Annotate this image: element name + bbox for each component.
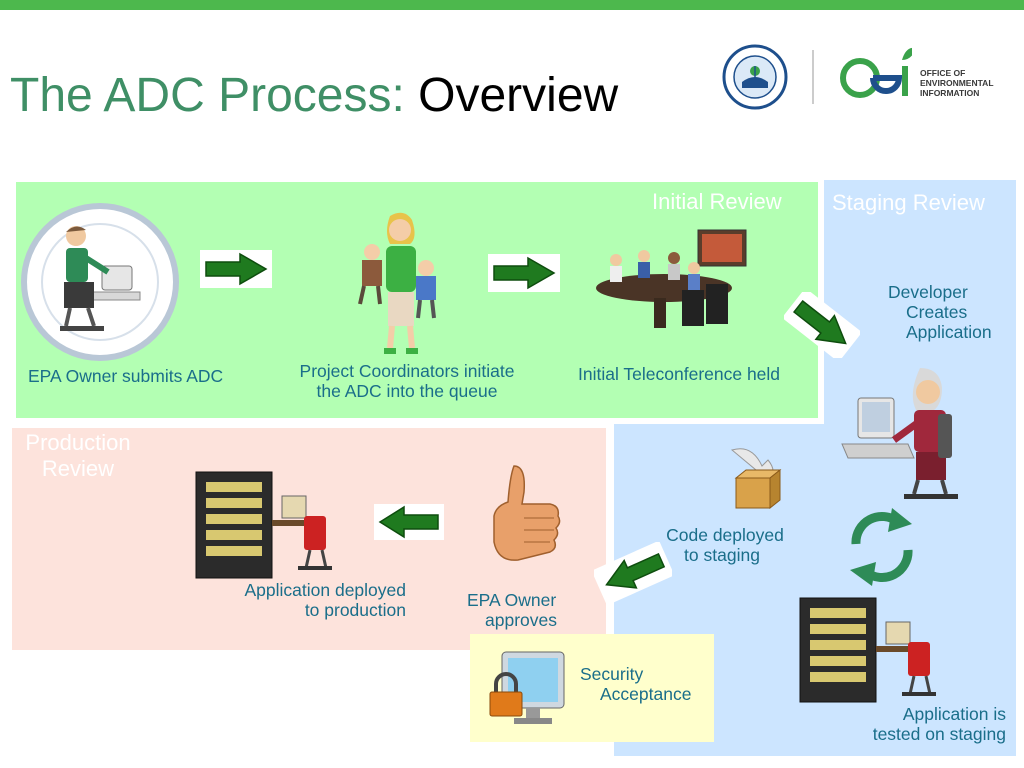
arrow-right-icon [488, 254, 560, 292]
caption-deployed-line-2: to production [304, 600, 406, 620]
caption-developer-line-3: Application [906, 322, 992, 342]
caption-code-line-2: to staging [684, 545, 760, 565]
oei-line-2: ENVIRONMENTAL [920, 78, 994, 88]
caption-security-line-1: Security [580, 664, 644, 684]
caption-tested-line-1: Application is [902, 704, 1006, 724]
caption-initiate-line-1: Project Coordinators initiate [299, 361, 515, 381]
caption-owner-submits: EPA Owner submits ADC [28, 366, 224, 386]
caption-developer-line-2: Creates [906, 302, 968, 322]
production-label-line-2: Review [41, 456, 115, 481]
caption-coordinators-initiate: Project Coordinators initiate the ADC in… [280, 361, 534, 401]
title-main: The ADC Process: [10, 69, 419, 122]
caption-approves-line-2: approves [485, 610, 557, 630]
caption-developer-creates: Developer Creates Application [888, 282, 992, 342]
logo-divider [812, 50, 814, 104]
caption-tested-on-staging: Application is tested on staging [840, 704, 1006, 744]
oei-logo [840, 44, 912, 102]
arrow-left-icon [374, 504, 444, 540]
oei-line-1: OFFICE OF [920, 68, 966, 78]
arrow-down-right-icon [784, 292, 860, 358]
caption-initiate-line-2: the ADC into the queue [316, 381, 498, 401]
caption-code-deployed: Code deployed to staging [654, 525, 796, 565]
arrow-up-left-icon [594, 542, 672, 604]
caption-tested-line-2: tested on staging [872, 724, 1006, 744]
caption-approves-line-1: EPA Owner [467, 590, 557, 610]
caption-teleconference: Initial Teleconference held [578, 364, 781, 384]
oei-wordmark: OFFICE OF ENVIRONMENTAL INFORMATION [920, 68, 994, 98]
caption-security-line-2: Acceptance [600, 684, 692, 704]
thumbs-up-icon [488, 462, 566, 568]
teleconference-illustration [594, 228, 750, 340]
caption-developer-line-1: Developer [888, 282, 968, 302]
security-lock-monitor-icon [488, 648, 568, 734]
staging-review-label: Staging Review [832, 190, 985, 215]
epa-owner-at-computer-illustration [20, 202, 180, 362]
production-label-line-1: Production [25, 430, 131, 455]
production-review-label: Production Review [16, 430, 140, 482]
caption-owner-approves: EPA Owner approves [467, 590, 557, 630]
production-server-illustration [194, 470, 334, 582]
top-accent-bar [0, 0, 1024, 10]
project-coordinator-illustration [350, 208, 444, 356]
staging-server-illustration [798, 594, 938, 706]
oei-line-3: INFORMATION [920, 88, 980, 98]
title-sub: Overview [418, 69, 619, 122]
caption-code-line-1: Code deployed [666, 525, 784, 545]
code-deploy-box-illustration [722, 444, 784, 514]
caption-deployed-line-1: Application deployed [244, 580, 406, 600]
initial-review-label: Initial Review [652, 189, 782, 214]
developer-at-computer-illustration [838, 364, 964, 504]
caption-deployed-to-production: Application deployed to production [222, 580, 406, 620]
caption-security-acceptance: Security Acceptance [580, 664, 691, 704]
arrow-right-icon [200, 250, 272, 288]
slide-title: The ADC Process: Overview [10, 66, 618, 126]
recycle-cycle-icon [836, 504, 926, 590]
epa-seal-logo [722, 44, 788, 110]
